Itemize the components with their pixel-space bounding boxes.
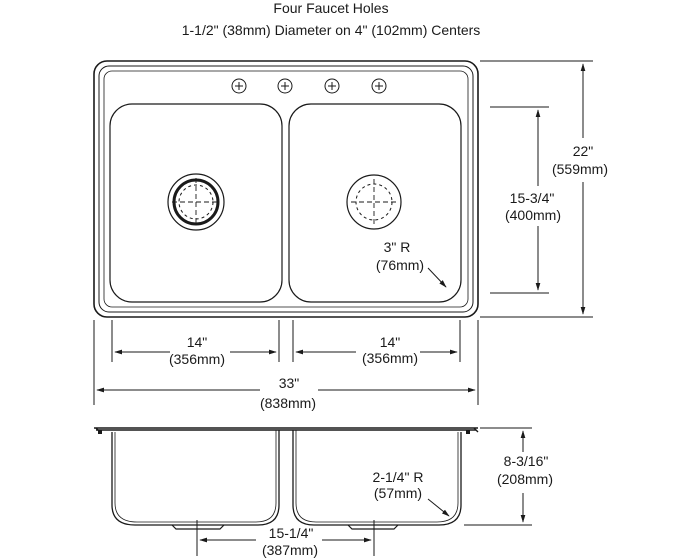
overall-width-label: 33" [279, 375, 300, 391]
bottom-radius-label: 2-1/4" R [373, 469, 424, 485]
left-bowl-width-metric: (356mm) [169, 351, 225, 367]
overall-width-dimension [93, 320, 479, 405]
right-bowl-width-label: 14" [380, 334, 401, 350]
sink-top-view [93, 60, 479, 318]
left-drain-icon [167, 173, 225, 231]
bowl-length-dimension [490, 106, 549, 294]
sink-deck [103, 70, 469, 308]
depth-label: 8-3/16" [504, 453, 549, 469]
depth-dimension [464, 427, 532, 526]
overall-width-metric: (838mm) [260, 395, 316, 411]
right-drain-icon [346, 174, 402, 230]
overall-height-label: 22" [573, 143, 594, 159]
sink-outer-rim [93, 60, 479, 318]
overall-height-metric: (559mm) [552, 161, 608, 177]
faucet-hole-icon [231, 78, 247, 94]
depth-metric: (208mm) [497, 471, 553, 487]
overall-height-dimension [480, 60, 593, 318]
faucet-hole-icon [371, 78, 387, 94]
header-title: Four Faucet Holes [273, 0, 388, 16]
bowl-length-metric: (400mm) [505, 207, 561, 223]
drain-centers-label: 15-1/4" [269, 525, 314, 541]
left-bowl [109, 103, 283, 303]
corner-radius-label: 3" R [384, 239, 411, 255]
corner-radius-metric: (76mm) [376, 257, 424, 273]
right-bowl-width-metric: (356mm) [362, 350, 418, 366]
right-bowl [288, 103, 462, 303]
bottom-radius-leader [427, 498, 450, 517]
faucet-hole-icon [324, 78, 340, 94]
bottom-radius-metric: (57mm) [374, 485, 422, 501]
bowl-length-label: 15-3/4" [510, 190, 555, 206]
faucet-hole-icon [277, 78, 293, 94]
header-subtitle: 1-1/2" (38mm) Diameter on 4" (102mm) Cen… [182, 22, 481, 38]
sink-inner-rim [98, 65, 474, 313]
faucet-holes [231, 78, 387, 94]
drain-centers-dimension [196, 520, 375, 556]
corner-radius-leader [427, 267, 447, 288]
left-bowl-width-label: 14" [187, 334, 208, 350]
drain-centers-metric: (387mm) [262, 542, 318, 558]
bowl-width-extension-lines [111, 320, 461, 362]
